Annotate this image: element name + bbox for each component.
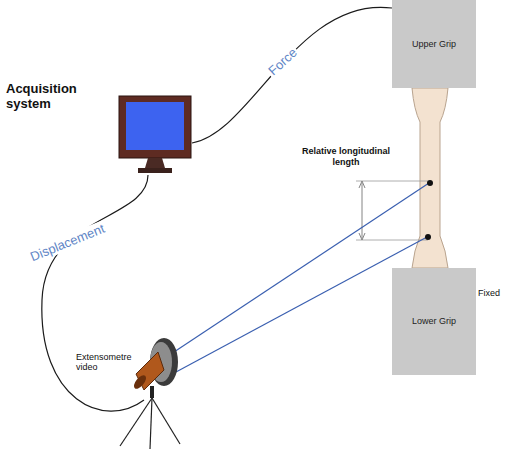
- video-extensometer: Extensometre video: [134, 334, 180, 400]
- gauge-mark: [427, 180, 433, 186]
- node-label: Extensometre video: [76, 352, 132, 373]
- sight-line: [174, 183, 429, 352]
- tripod-leg: [150, 398, 152, 449]
- computer-monitor: Acquisition system: [118, 95, 192, 175]
- gauge-mark: [425, 234, 431, 240]
- specimen: [412, 88, 448, 268]
- fixed-note: Fixed: [478, 288, 506, 299]
- grip-box: Lower Grip: [392, 268, 476, 375]
- wire-label: Displacement: [26, 220, 108, 265]
- sight-line: [176, 237, 427, 372]
- wire-label: Force: [264, 43, 302, 79]
- dimension-arrow: [359, 181, 365, 240]
- video-extensometer-icon: [134, 334, 180, 400]
- computer-monitor-icon: [118, 95, 192, 175]
- tripod-leg: [152, 398, 180, 444]
- node-label: Upper Grip: [412, 39, 456, 49]
- node-label: Acquisition system: [6, 82, 114, 112]
- node-label: Lower Grip: [412, 316, 456, 326]
- dimension-line: [356, 240, 428, 241]
- signal-wire: [42, 175, 148, 411]
- dimension-label: Relative longitudinal length: [298, 146, 394, 168]
- dimension-line: [362, 183, 363, 238]
- dimension-line: [356, 181, 428, 182]
- grip-box: Upper Grip: [392, 0, 476, 88]
- signal-wire: [192, 7, 392, 143]
